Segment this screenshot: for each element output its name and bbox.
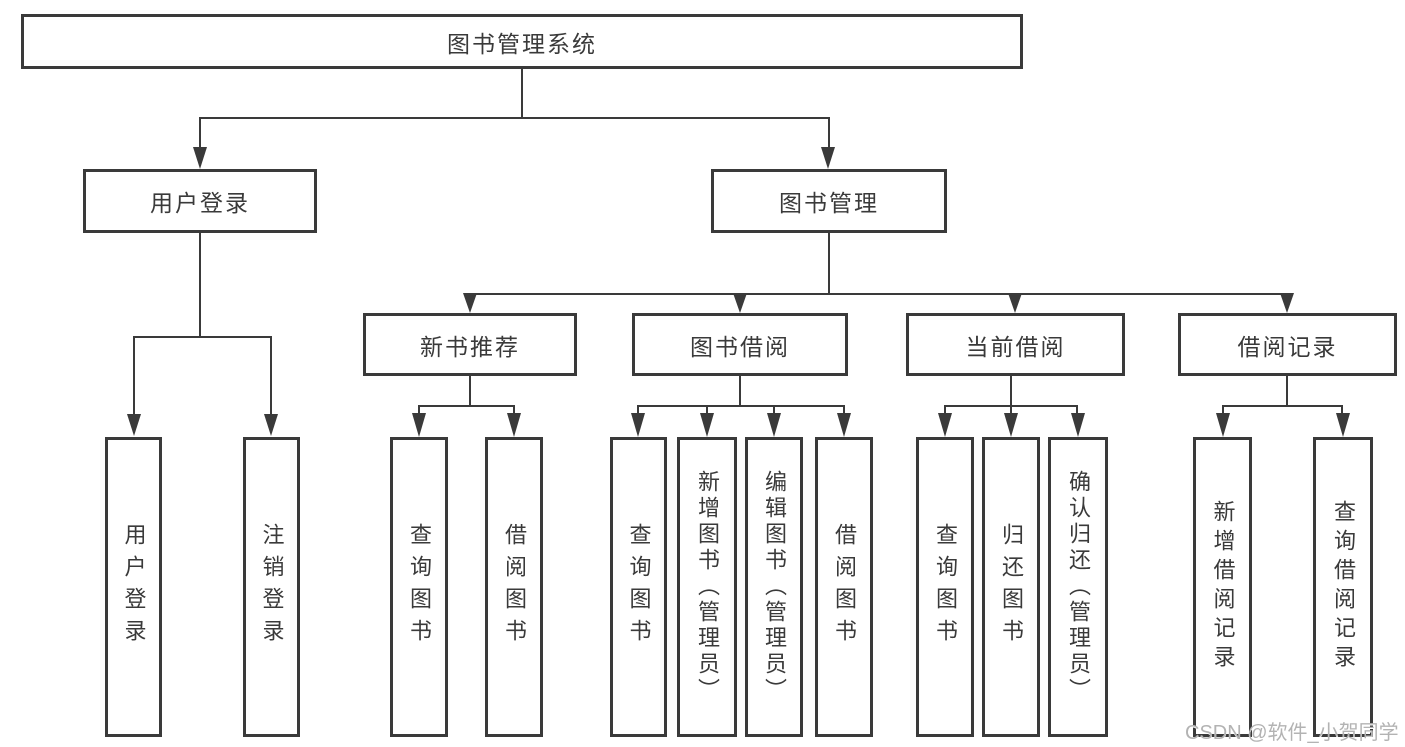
arrowhead-to-cb-query xyxy=(938,413,952,437)
connector-current-borrow-stub xyxy=(1010,376,1012,405)
node-user-login-label: 用户登录 xyxy=(150,190,250,216)
arrowhead-to-bb-add xyxy=(700,413,714,437)
leaf-br-query-record-label: 查询借阅记录 xyxy=(1331,500,1356,674)
connector-borrow-records-stub xyxy=(1286,376,1288,405)
arrowhead-to-current-borrow xyxy=(1008,293,1022,313)
watermark: CSDN @软件_小贺同学 xyxy=(1185,722,1399,744)
arrowhead-to-borrow-records xyxy=(1280,293,1294,313)
connector-book-borrow-bar xyxy=(637,405,845,407)
connector-book-borrow-shaft-3 xyxy=(773,405,775,415)
connector-book-borrow-shaft-4 xyxy=(843,405,845,415)
leaf-cb-return-book-label: 归还图书 xyxy=(999,523,1024,651)
node-book-mgmt: 图书管理 xyxy=(711,169,947,233)
connector-new-book-rec-stub xyxy=(469,376,471,405)
node-root: 图书管理系统 xyxy=(21,14,1023,69)
leaf-logout: 注销登录 xyxy=(243,437,300,737)
connector-book-mgmt-bar xyxy=(469,293,1289,295)
leaf-bb-edit-book-label: 编辑图书（管理员） xyxy=(762,470,787,704)
arrowhead-to-bb-query xyxy=(631,413,645,437)
arrowhead-to-leaf-login xyxy=(127,414,141,436)
connector-borrow-records-shaft-2 xyxy=(1341,405,1343,415)
connector-user-login-bar xyxy=(133,336,272,338)
leaf-br-add-record: 新增借阅记录 xyxy=(1193,437,1252,737)
leaf-bb-borrow-book-label: 借阅图书 xyxy=(832,523,857,651)
connector-user-login-shaft-1 xyxy=(133,336,135,414)
arrowhead-to-leaf-logout xyxy=(264,414,278,436)
arrowhead-to-user-login xyxy=(193,147,207,169)
leaf-nr-query-book: 查询图书 xyxy=(390,437,448,737)
leaf-bb-add-book: 新增图书（管理员） xyxy=(677,437,737,737)
node-book-borrow: 图书借阅 xyxy=(632,313,848,376)
leaf-user-login-label: 用户登录 xyxy=(121,523,147,651)
connector-borrow-records-shaft-1 xyxy=(1222,405,1224,415)
leaf-br-add-record-label: 新增借阅记录 xyxy=(1210,500,1236,674)
arrowhead-to-nr-query xyxy=(412,413,426,437)
node-user-login: 用户登录 xyxy=(83,169,317,233)
connector-root-bar xyxy=(199,117,830,119)
leaf-nr-query-book-label: 查询图书 xyxy=(407,523,432,651)
leaf-bb-query-book-label: 查询图书 xyxy=(626,523,652,651)
arrowhead-to-bb-borrow xyxy=(837,413,851,437)
leaf-cb-return-book: 归还图书 xyxy=(982,437,1040,737)
connector-new-book-rec-bar xyxy=(418,405,515,407)
arrowhead-to-br-query xyxy=(1336,413,1350,437)
connector-book-borrow-shaft-2 xyxy=(706,405,708,415)
leaf-bb-query-book: 查询图书 xyxy=(610,437,667,737)
leaf-br-query-record: 查询借阅记录 xyxy=(1313,437,1373,737)
leaf-bb-borrow-book: 借阅图书 xyxy=(815,437,873,737)
leaf-cb-query-book-label: 查询图书 xyxy=(933,523,958,651)
arrowhead-to-cb-return xyxy=(1004,413,1018,437)
connector-current-borrow-shaft-3 xyxy=(1076,405,1078,415)
node-book-borrow-label: 图书借阅 xyxy=(690,333,790,360)
node-borrow-records: 借阅记录 xyxy=(1178,313,1397,376)
leaf-nr-borrow-book-label: 借阅图书 xyxy=(502,523,527,651)
connector-root-right-shaft xyxy=(828,117,830,149)
connector-book-mgmt-stub xyxy=(828,233,830,293)
node-current-borrow-label: 当前借阅 xyxy=(965,333,1066,360)
connector-user-login-shaft-2 xyxy=(270,336,272,414)
arrowhead-to-nr-borrow xyxy=(507,413,521,437)
node-current-borrow: 当前借阅 xyxy=(906,313,1125,376)
node-book-mgmt-label: 图书管理 xyxy=(779,190,879,216)
connector-new-book-rec-shaft-1 xyxy=(418,405,420,415)
node-new-book-rec: 新书推荐 xyxy=(363,313,577,376)
connector-new-book-rec-shaft-2 xyxy=(513,405,515,415)
leaf-bb-edit-book: 编辑图书（管理员） xyxy=(745,437,803,737)
leaf-user-login: 用户登录 xyxy=(105,437,162,737)
arrowhead-to-cb-confirm xyxy=(1071,413,1085,437)
connector-book-borrow-shaft-1 xyxy=(637,405,639,415)
arrowhead-to-new-book-rec xyxy=(463,293,477,313)
connector-borrow-records-bar xyxy=(1222,405,1343,407)
leaf-cb-query-book: 查询图书 xyxy=(916,437,974,737)
connector-root-left-shaft xyxy=(199,117,201,149)
arrowhead-to-book-mgmt xyxy=(821,147,835,169)
leaf-cb-confirm-return: 确认归还（管理员） xyxy=(1048,437,1108,737)
node-new-book-rec-label: 新书推荐 xyxy=(420,333,520,360)
leaf-cb-confirm-return-label: 确认归还（管理员） xyxy=(1066,470,1091,704)
leaf-logout-label: 注销登录 xyxy=(259,523,285,651)
leaf-nr-borrow-book: 借阅图书 xyxy=(485,437,543,737)
leaf-bb-add-book-label: 新增图书（管理员） xyxy=(695,470,720,704)
node-borrow-records-label: 借阅记录 xyxy=(1237,333,1338,360)
arrowhead-to-br-add xyxy=(1216,413,1230,437)
connector-root-stub xyxy=(521,69,523,117)
node-root-label: 图书管理系统 xyxy=(447,30,597,57)
connector-current-borrow-shaft-1 xyxy=(944,405,946,415)
arrowhead-to-book-borrow xyxy=(733,293,747,313)
connector-book-borrow-stub xyxy=(739,376,741,405)
arrowhead-to-bb-edit xyxy=(767,413,781,437)
connector-current-borrow-shaft-2 xyxy=(1010,405,1012,415)
connector-user-login-stub xyxy=(199,233,201,336)
